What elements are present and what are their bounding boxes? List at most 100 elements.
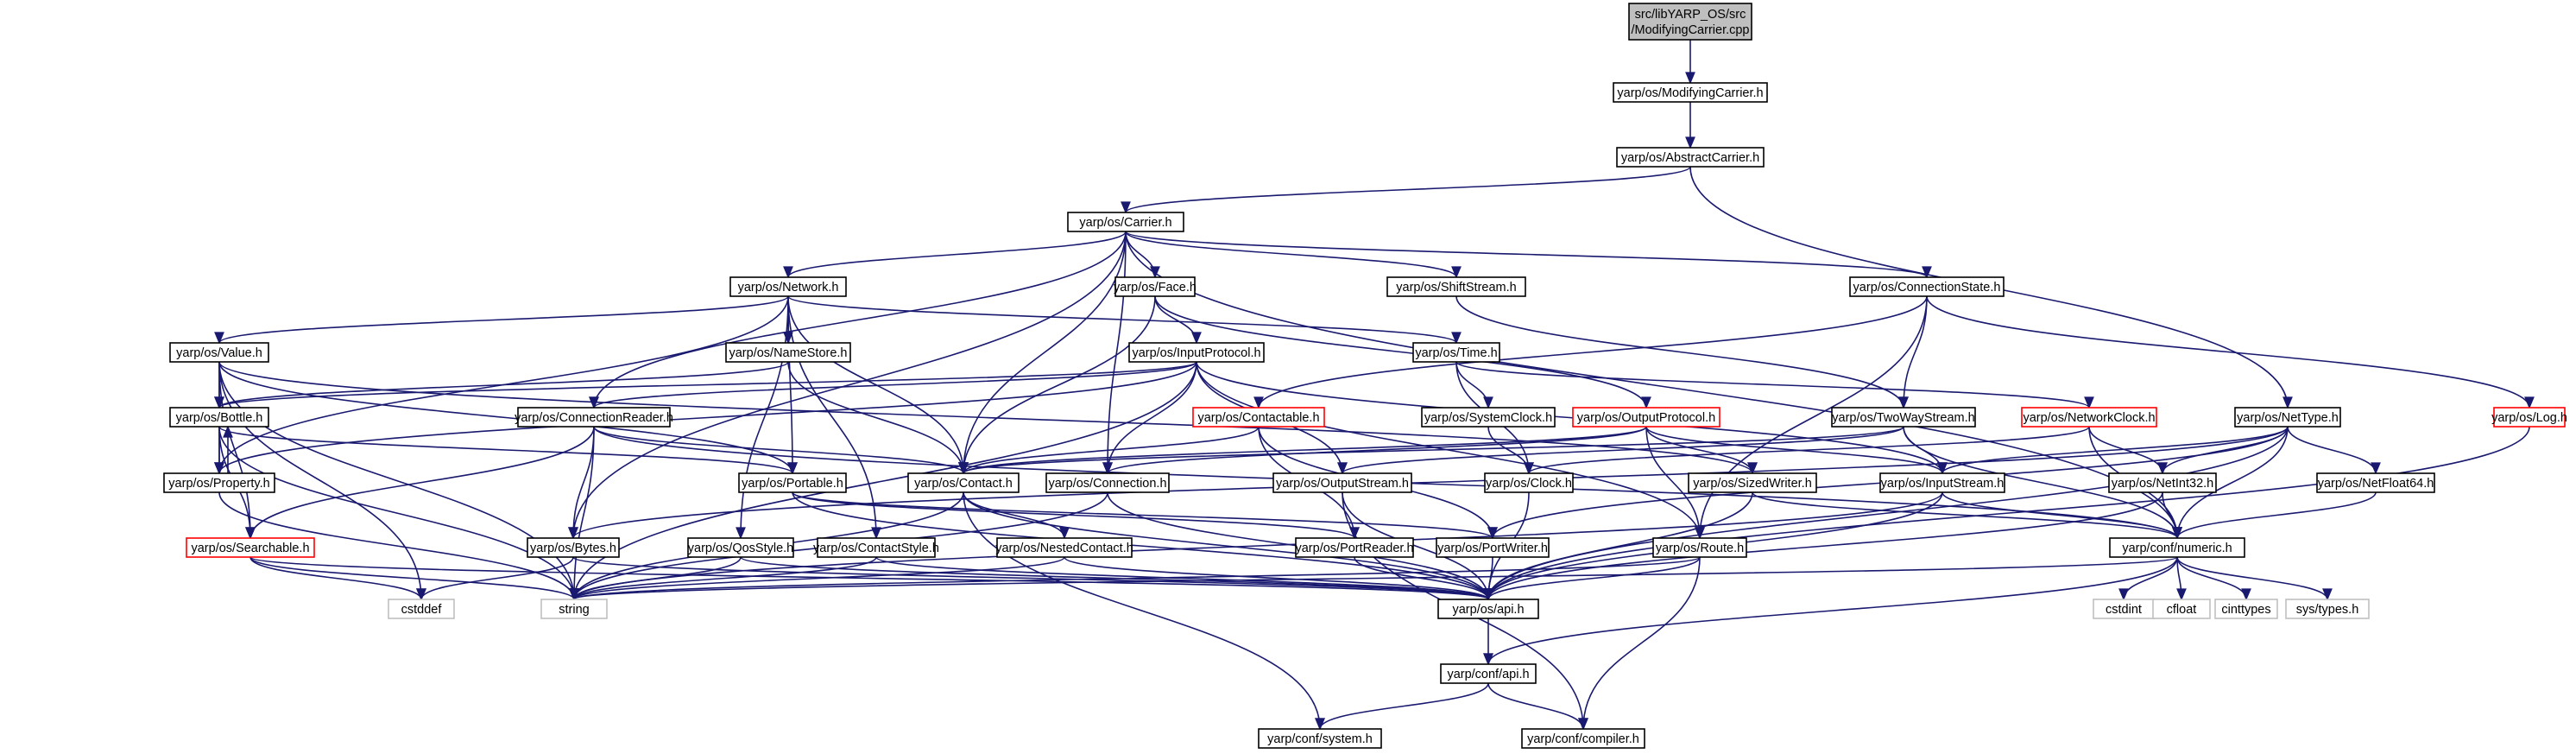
node-sizedwriter[interactable]: yarp/os/SizedWriter.h (1688, 472, 1817, 493)
edge-carrier-to-connreader (593, 231, 1127, 409)
node-twowaystream[interactable]: yarp/os/TwoWayStream.h (1831, 407, 1976, 428)
edge-inputstream-to-confnumeric (1941, 491, 2178, 539)
edge-network-to-time (787, 295, 1457, 344)
node-outputstream[interactable]: yarp/os/OutputStream.h (1272, 472, 1412, 493)
node-netint32[interactable]: yarp/os/NetInt32.h (2108, 472, 2217, 493)
node-nettype[interactable]: yarp/os/NetType.h (2234, 407, 2341, 428)
edge-connstate-to-contactable (1258, 295, 1928, 409)
edge-portable-to-portwriter (792, 491, 1493, 539)
arrowhead-bottle-to-portable (787, 462, 798, 475)
node-inputstream[interactable]: yarp/os/InputStream.h (1879, 472, 2005, 493)
edge-nettype-to-confnumeric (2176, 426, 2289, 539)
edge-nestedcontact-to-api (1064, 556, 1489, 600)
node-connection[interactable]: yarp/os/Connection.h (1045, 472, 1170, 493)
arrowhead-connstate-to-contactable (1253, 396, 1264, 409)
node-systemclock[interactable]: yarp/os/SystemClock.h (1421, 407, 1556, 428)
arrowhead-time-to-systemclock (1483, 396, 1493, 409)
node-box-modcarrier (1613, 82, 1768, 103)
node-netfloat64[interactable]: yarp/os/NetFloat64.h (2316, 472, 2435, 493)
node-face[interactable]: yarp/os/Face.h (1114, 276, 1196, 297)
node-confcompiler[interactable]: yarp/conf/compiler.h (1521, 728, 1645, 749)
edges-layer (214, 40, 2535, 731)
node-label-value: yarp/os/Value.h (176, 346, 262, 360)
node-shiftstream[interactable]: yarp/os/ShiftStream.h (1386, 276, 1526, 297)
node-contact[interactable]: yarp/os/Contact.h (907, 472, 1020, 493)
arrowhead-bytes-to-cstddef (416, 588, 426, 601)
edge-netfloat64-to-confnumeric (2176, 491, 2377, 539)
node-box-log (2493, 407, 2566, 428)
edge-network-to-contact (787, 295, 964, 474)
node-bytes[interactable]: yarp/os/Bytes.h (527, 537, 620, 558)
node-box-portable (738, 472, 847, 493)
edge-connreader-to-string (573, 426, 595, 600)
node-box-namestore (725, 342, 851, 363)
node-portwriter[interactable]: yarp/os/PortWriter.h (1436, 537, 1550, 558)
node-box-netfloat64 (2316, 472, 2435, 493)
arrowhead-face-to-inputprotocol (1191, 332, 1202, 345)
edge-bytes-to-cstddef (420, 556, 574, 600)
node-box-nettype (2234, 407, 2341, 428)
arrowhead-networkclock-to-clock (1524, 462, 1534, 475)
edge-sizedwriter-to-confnumeric (1752, 491, 2178, 539)
arrowhead-time-to-networkclock (2084, 396, 2094, 409)
node-namestore[interactable]: yarp/os/NameStore.h (725, 342, 851, 363)
node-value[interactable]: yarp/os/Value.h (169, 342, 269, 363)
node-label-cstddef: cstddef (401, 603, 443, 617)
edge-nettype-to-netfloat64 (2287, 426, 2377, 474)
node-time[interactable]: yarp/os/Time.h (1412, 342, 1500, 363)
edge-outputprotocol-to-sizedwriter (1645, 426, 1753, 474)
node-searchable[interactable]: yarp/os/Searchable.h (186, 537, 315, 558)
node-connstate[interactable]: yarp/os/ConnectionState.h (1849, 276, 2005, 297)
node-abstractcarrier[interactable]: yarp/os/AbstractCarrier.h (1616, 147, 1765, 168)
node-root[interactable]: src/libYARP_OS/src/ModifyingCarrier.cpp (1628, 3, 1752, 41)
node-label-bottle: yarp/os/Bottle.h (176, 411, 263, 425)
node-box-sizedwriter (1688, 472, 1817, 493)
node-label-log: yarp/os/Log.h (2491, 411, 2567, 425)
node-label-systypes: sys/types.h (2296, 603, 2359, 617)
node-label-route: yarp/os/Route.h (1656, 542, 1744, 555)
node-contactable[interactable]: yarp/os/Contactable.h (1192, 407, 1325, 428)
arrowhead-confnumeric-to-cinttypes (2241, 588, 2251, 601)
node-systypes: sys/types.h (2285, 599, 2370, 619)
node-confnumeric[interactable]: yarp/conf/numeric.h (2109, 537, 2245, 558)
edge-connstate-to-log (1926, 295, 2530, 409)
node-property[interactable]: yarp/os/Property.h (163, 472, 275, 493)
arrowhead-bottle-to-property (214, 462, 224, 475)
node-label-api: yarp/os/api.h (1452, 603, 1524, 617)
node-connreader[interactable]: yarp/os/ConnectionReader.h (515, 407, 673, 428)
node-contactstyle[interactable]: yarp/os/ContactStyle.h (813, 537, 939, 558)
edge-inputprotocol-to-property (218, 361, 1197, 474)
node-networkclock[interactable]: yarp/os/NetworkClock.h (2021, 407, 2157, 428)
node-label-confsystem: yarp/conf/system.h (1267, 732, 1373, 746)
node-nestedcontact[interactable]: yarp/os/NestedContact.h (995, 537, 1133, 558)
node-network[interactable]: yarp/os/Network.h (729, 276, 847, 297)
node-log[interactable]: yarp/os/Log.h (2491, 407, 2567, 428)
node-confsystem[interactable]: yarp/conf/system.h (1258, 728, 1382, 749)
node-box-face (1114, 276, 1196, 297)
node-inputprotocol[interactable]: yarp/os/InputProtocol.h (1128, 342, 1265, 363)
node-route[interactable]: yarp/os/Route.h (1652, 537, 1747, 558)
edge-twowaystream-to-outputstream (1342, 426, 1904, 474)
node-bottle[interactable]: yarp/os/Bottle.h (169, 407, 269, 428)
node-label-inputprotocol: yarp/os/InputProtocol.h (1132, 346, 1260, 360)
node-api[interactable]: yarp/os/api.h (1437, 599, 1539, 619)
edge-searchable-to-cstddef (249, 556, 422, 600)
edge-carrier-to-connstate (1125, 231, 1928, 278)
node-carrier[interactable]: yarp/os/Carrier.h (1067, 212, 1184, 232)
node-confapi[interactable]: yarp/conf/api.h (1440, 663, 1537, 684)
node-portreader[interactable]: yarp/os/PortReader.h (1295, 537, 1414, 558)
node-box-contactstyle (817, 537, 936, 558)
node-portable[interactable]: yarp/os/Portable.h (738, 472, 847, 493)
edge-route-to-string (573, 556, 1701, 600)
node-clock[interactable]: yarp/os/Clock.h (1484, 472, 1574, 493)
node-modcarrier[interactable]: yarp/os/ModifyingCarrier.h (1613, 82, 1768, 103)
edge-bottle-to-portable (218, 426, 793, 474)
edge-nettype-to-netint32 (2162, 426, 2289, 474)
node-qosstyle[interactable]: yarp/os/QosStyle.h (687, 537, 794, 558)
arrowhead-nettype-to-netfloat64 (2371, 462, 2381, 475)
node-box-value (169, 342, 269, 363)
node-cinttypes: cinttypes (2214, 599, 2278, 619)
arrowhead-inputprotocol-to-bottle (214, 396, 224, 409)
node-label-contactstyle: yarp/os/ContactStyle.h (813, 542, 939, 555)
node-outputprotocol[interactable]: yarp/os/OutputProtocol.h (1572, 407, 1720, 428)
